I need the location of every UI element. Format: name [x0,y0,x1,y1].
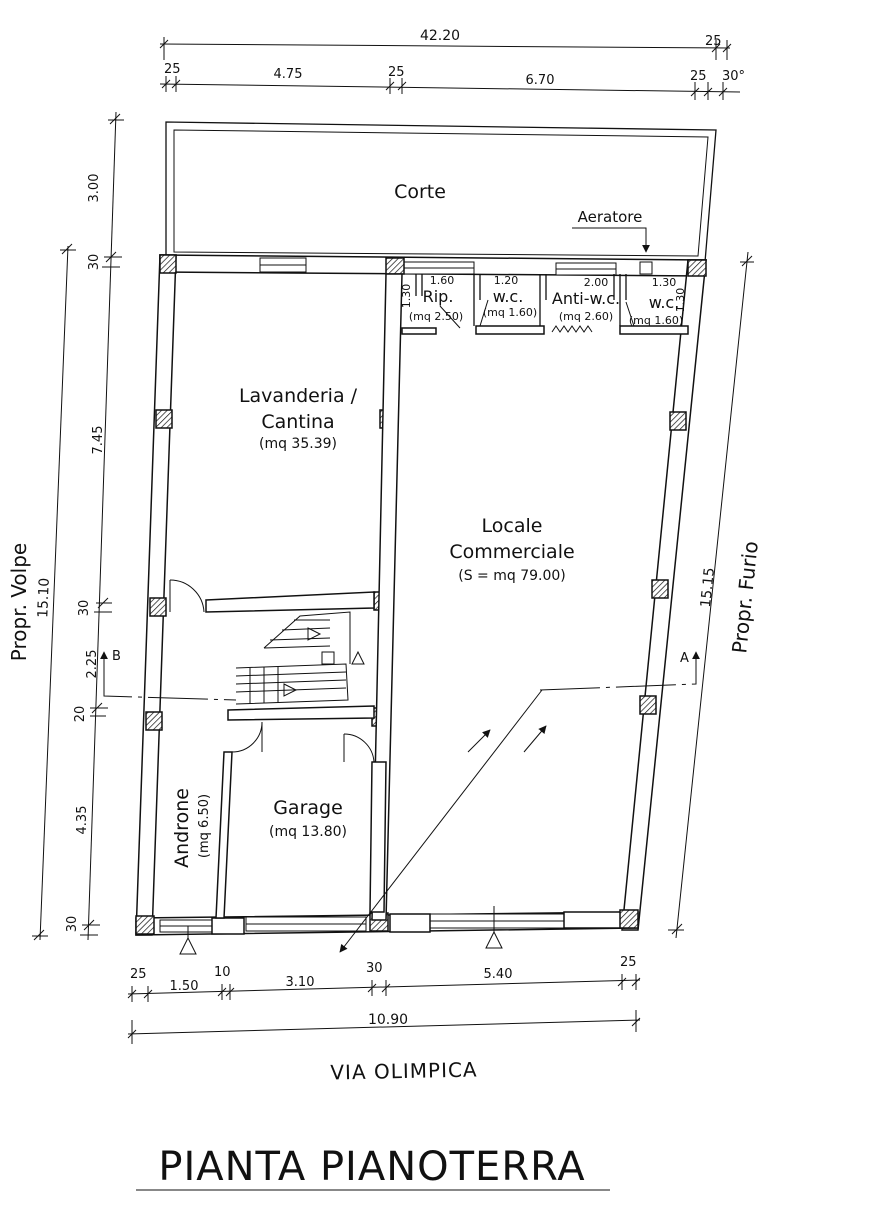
room-antiwc-label: Anti-w.c. [552,289,620,308]
left-dimensions: 3.00 30 7.45 30 2.25 20 4.35 30 15.10 Pr… [7,111,124,941]
neighbor-right: Propr. Furio [727,540,763,655]
entrance-arrows [179,689,547,955]
room-lavanderia-label-1: Lavanderia / [239,385,358,407]
room-wc1-label: w.c. [493,287,524,306]
room-garage-label: Garage [273,797,343,819]
dim-left-8: 30 [65,916,80,933]
section-lines: B A [100,649,700,701]
room-locale-label-2: Commerciale [449,541,574,563]
dim-left-3: 7.45 [91,426,106,455]
room-wc2-depth: 1.30 [674,288,687,313]
street-label: VIA OLIMPICA [330,1057,478,1084]
dim-bottom-3: 10 [214,965,231,980]
room-wc2-area: (mq 1.60) [629,314,683,327]
dim-top-4: 6.70 [526,73,555,88]
dim-left-1: 3.00 [87,174,102,203]
dim-top-2: 4.75 [274,67,303,82]
room-antiwc-area: (mq 2.60) [559,310,613,323]
dim-left-7: 4.35 [75,806,90,835]
room-ripostiglio-width: 1.60 [430,274,455,287]
dim-tick-marks [161,79,728,97]
stair-treads [235,667,347,704]
dim-top-overall: 42.20 [420,28,460,44]
room-wc1-width: 1.20 [494,274,519,287]
dim-bottom-1: 25 [130,967,147,982]
room-ripostiglio-depth: 1.30 [400,284,413,309]
dim-right-outer: 15.15 [698,567,718,609]
bottom-dimensions: 25 1.50 10 3.10 30 5.40 25 10.90 [127,955,641,1044]
staircase [235,611,365,705]
dim-top-3: 25 [388,65,405,80]
room-antiwc-width: 2.00 [584,276,609,289]
room-wc1-area: (mq 1.60) [483,306,537,319]
room-garage-area: (mq 13.80) [269,824,347,840]
dim-bottom-overall: 10.90 [368,1012,408,1028]
dim-left-4: 30 [77,600,92,617]
room-wc2-label: w.c. [649,293,680,312]
room-wc2-width: 1.30 [652,276,677,289]
dim-left-6: 20 [73,706,88,723]
room-locale-area: (S = mq 79.00) [458,568,566,584]
room-androne-label: Androne [171,788,193,868]
room-lavanderia-area: (mq 35.39) [259,436,337,452]
room-ripostiglio-label: Rip. [423,287,454,306]
dim-top-overall-sup: 25 [705,34,722,49]
dim-left-2: 30 [87,254,102,271]
dim-top-5: 25 [690,69,707,84]
bottom-openings [159,911,625,935]
dim-left-5: 2.25 [85,650,100,679]
aeratore-label: Aeratore [578,208,643,226]
room-corte-label: Corte [394,181,446,203]
dim-left-outer: 15.10 [35,577,53,618]
dim-bottom-4: 3.10 [286,975,315,990]
dim-bottom-6: 5.40 [484,967,513,982]
top-dimensions: 42.20 25 25 4.75 25 6.70 25 30° [159,28,745,100]
dim-top-1: 25 [164,62,181,77]
top-windows [259,257,617,276]
room-labels: 1.60 1.30 Rip. (mq 2.50) 1.20 w.c. (mq 1… [171,274,687,868]
room-ripostiglio-area: (mq 2.50) [409,310,463,323]
dim-bottom-2: 1.50 [170,979,199,994]
section-a-label: A [680,651,689,666]
section-b-label: B [112,649,121,664]
dim-bottom-5: 30 [366,961,383,976]
courtyard: Corte Aeratore [165,121,717,263]
doors [169,579,375,763]
page-title: PIANTA PIANOTERRA [158,1144,585,1190]
dim-top-6: 30° [722,69,745,84]
room-locale-label-1: Locale [482,515,543,537]
dim-bottom-7: 25 [620,955,637,970]
room-androne-area: (mq 6.50) [197,794,212,858]
neighbor-left: Propr. Volpe [7,543,31,661]
room-lavanderia-label-2: Cantina [261,411,334,433]
internal-walls [205,261,689,921]
